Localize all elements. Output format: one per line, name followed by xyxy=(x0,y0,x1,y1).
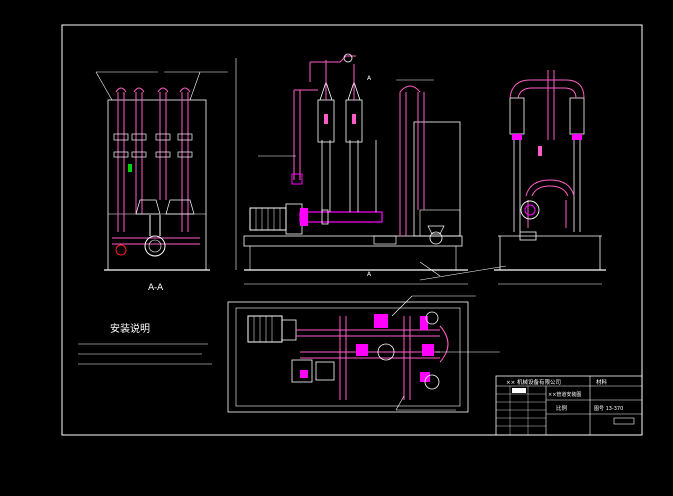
plan-view xyxy=(227,295,500,413)
title-block-drawing-name: ××管道安装图 xyxy=(548,391,581,398)
section-view-a-a: A-A xyxy=(95,71,228,293)
section-label: A-A xyxy=(148,283,164,293)
title-block-company: ×× 机械设备有限公司 xyxy=(506,378,561,386)
notes-title: 安装说明 xyxy=(110,322,150,335)
section-marker-top: A xyxy=(367,75,372,82)
title-block-drawing-number: 图号 13-370 xyxy=(594,406,623,412)
front-elevation-view: A A xyxy=(235,53,507,285)
title-block-scale: 比例 xyxy=(556,404,568,412)
title-block: ×× 机械设备有限公司 材料 ××管道安装图 比例 图号 13-370 xyxy=(495,375,643,436)
installation-notes: 安装说明 xyxy=(78,322,212,365)
title-block-material: 材料 xyxy=(596,378,608,386)
drawing-border xyxy=(61,24,643,436)
side-view xyxy=(494,70,606,285)
section-marker-bottom: A xyxy=(367,271,372,278)
